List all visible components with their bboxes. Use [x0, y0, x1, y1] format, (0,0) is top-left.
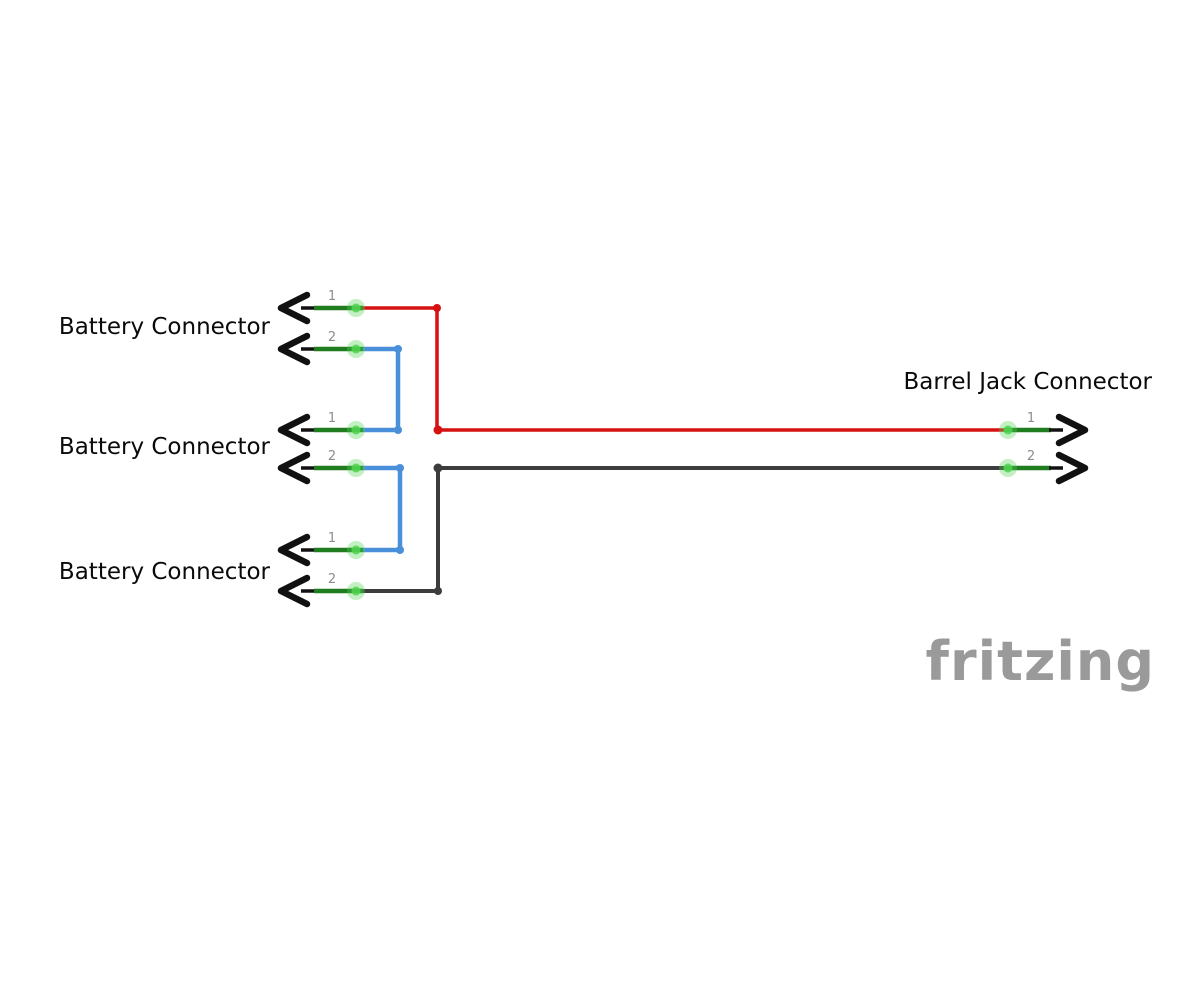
- wire-black-junction[interactable]: [433, 463, 443, 473]
- pin-number-label: 2: [328, 330, 336, 345]
- battery-connector-1-label[interactable]: Battery Connector: [58, 314, 270, 340]
- battery3-pin2[interactable]: 2: [277, 572, 365, 608]
- terminal-dot[interactable]: [351, 545, 361, 555]
- arrow-right-icon: [1055, 413, 1089, 447]
- arrow-left-icon: [277, 413, 311, 447]
- battery3-pin1[interactable]: 1: [277, 531, 365, 567]
- pin-number-label: 2: [1027, 449, 1035, 464]
- barrel-jack-pin2[interactable]: 2: [999, 449, 1089, 485]
- wire-blue1-bendpoint-bottom[interactable]: [394, 426, 402, 434]
- terminal-dot[interactable]: [351, 425, 361, 435]
- wire-blue-battery2-battery3[interactable]: [363, 464, 404, 554]
- battery-connector-3-label[interactable]: Battery Connector: [58, 559, 270, 585]
- arrow-left-icon: [277, 574, 311, 608]
- battery1-pin1[interactable]: 1: [277, 289, 365, 325]
- pin-number-label: 2: [328, 572, 336, 587]
- arrow-left-icon: [277, 291, 311, 325]
- wire-red-positive[interactable]: [363, 304, 1006, 435]
- wire-black-negative[interactable]: [363, 463, 1006, 596]
- terminal-dot[interactable]: [1003, 425, 1013, 435]
- battery-connector-2-label[interactable]: Battery Connector: [58, 434, 270, 460]
- terminal-dot[interactable]: [1003, 463, 1013, 473]
- terminal-dot[interactable]: [351, 344, 361, 354]
- battery2-pin2[interactable]: 2: [277, 449, 365, 485]
- wire-blue1-bendpoint-top[interactable]: [394, 345, 402, 353]
- wire-red-junction[interactable]: [433, 425, 443, 435]
- arrow-left-icon: [277, 451, 311, 485]
- pin-number-label: 1: [328, 531, 336, 546]
- barrel-jack-connector-label[interactable]: Barrel Jack Connector: [903, 369, 1152, 395]
- wire-black-path[interactable]: [363, 466, 1006, 593]
- pin-number-label: 2: [328, 449, 336, 464]
- wire-red-path[interactable]: [363, 306, 1006, 432]
- wire-blue2-bendpoint-bottom[interactable]: [396, 546, 404, 554]
- wire-blue2-path[interactable]: [363, 465, 403, 553]
- terminal-dot[interactable]: [351, 586, 361, 596]
- pin-number-label: 1: [328, 289, 336, 304]
- battery1-pin2[interactable]: 2: [277, 330, 365, 366]
- terminal-dot[interactable]: [351, 463, 361, 473]
- arrow-left-icon: [277, 332, 311, 366]
- battery2-pin1[interactable]: 1: [277, 411, 365, 447]
- wire-blue-battery1-battery2[interactable]: [363, 345, 402, 434]
- arrow-left-icon: [277, 533, 311, 567]
- arrow-right-icon: [1055, 451, 1089, 485]
- terminal-dot[interactable]: [351, 303, 361, 313]
- barrel-jack-pin1[interactable]: 1: [999, 411, 1089, 447]
- pin-number-label: 1: [1027, 411, 1035, 426]
- wire-blue1-path[interactable]: [363, 346, 401, 433]
- fritzing-logo: fritzing: [925, 630, 1155, 693]
- wire-red-bendpoint[interactable]: [433, 304, 441, 312]
- pin-number-label: 1: [328, 411, 336, 426]
- wire-blue2-bendpoint-top[interactable]: [396, 464, 404, 472]
- wire-black-bendpoint[interactable]: [434, 587, 442, 595]
